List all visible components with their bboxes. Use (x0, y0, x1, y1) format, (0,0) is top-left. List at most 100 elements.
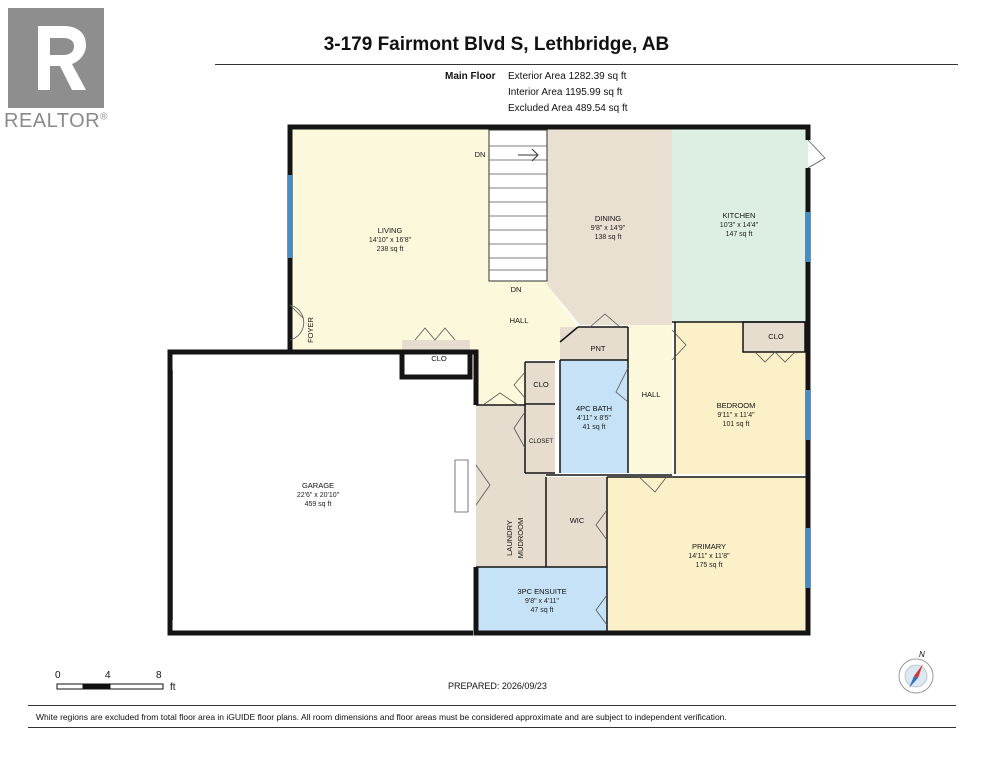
living-closet-door (414, 327, 456, 341)
garage-closet-door (454, 459, 469, 513)
bath-dims: 4'11" x 8'5" (577, 415, 611, 422)
scale-tick-0: 0 (55, 670, 61, 681)
closet-small-label: CLO (533, 380, 549, 389)
dining-dims: 9'8" x 14'9" (591, 225, 626, 232)
room-bath-fill (560, 360, 628, 473)
room-wic-fill (546, 477, 607, 567)
property-address-title: 3-179 Fairmont Blvd S, Lethbridge, AB (323, 34, 670, 55)
bath-name: 4PC BATH (576, 404, 612, 413)
ensuite-door-swing (595, 594, 608, 626)
wic-label: WIC (570, 516, 585, 525)
compass-icon (898, 658, 934, 694)
label-ensuite: 3PC ENSUITE 9'8" x 4'11" 47 sq ft (517, 587, 566, 614)
ensuite-dims: 9'8" x 4'11" (525, 598, 559, 605)
pantry-label: PNT (591, 344, 606, 353)
kitchen-name: KITCHEN (723, 211, 756, 220)
living-name: LIVING (378, 226, 403, 235)
hall-main-label: HALL (510, 316, 529, 325)
footer-divider-top (28, 705, 956, 706)
mudroom-label: MUDROOM (516, 518, 525, 558)
room-dining-fill (547, 127, 672, 325)
wall-pantry-diag (559, 326, 579, 343)
ensuite-name: 3PC ENSUITE (517, 587, 566, 596)
bedroom-closet-wall (742, 321, 806, 353)
label-primary: PRIMARY 14'11" x 11'8" 175 sq ft (688, 542, 730, 569)
room-kitchen-fill (672, 127, 808, 322)
kitchen-area: 147 sq ft (726, 231, 753, 238)
garage-dims: 22'6" x 20'10" (297, 492, 340, 499)
garage-exterior-wall (167, 349, 473, 636)
bedroom-name: BEDROOM (717, 401, 756, 410)
room-primary-fill (607, 477, 808, 633)
scale-tick-4: 4 (105, 670, 111, 681)
closet-bedroom-fill (743, 322, 805, 352)
room-garage-fill (170, 353, 473, 633)
laundry-closet-door (513, 411, 526, 449)
stair-treads (489, 145, 547, 271)
label-garage: GARAGE 22'6" x 20'10" 459 sq ft (297, 481, 340, 508)
floor-label: Main Floor (445, 71, 496, 82)
stairs-down-label-top: DN (475, 150, 486, 159)
kitchen-dims: 10'3" x 14'4" (720, 222, 759, 229)
bath-area: 41 sq ft (583, 424, 606, 431)
title-divider (215, 64, 958, 65)
wordmark-text: REALTOR (4, 110, 101, 132)
closet-living-label: CLO (431, 354, 447, 363)
realtor-logo-icon (8, 8, 104, 108)
exterior-wall-south (473, 567, 607, 636)
ensuite-area: 47 sq ft (531, 607, 554, 614)
kitchen-door-swing (807, 139, 826, 169)
label-kitchen: KITCHEN 10'3" x 14'4" 147 sq ft (720, 211, 759, 238)
living-area: 238 sq ft (377, 246, 404, 253)
exterior-area: Exterior Area 1282.39 sq ft (508, 71, 627, 82)
front-door-swing (289, 304, 305, 341)
primary-name: PRIMARY (692, 542, 726, 551)
hall-side-label: HALL (642, 390, 661, 399)
foyer-label: FOYER (306, 317, 315, 343)
scale-unit: ft (170, 682, 176, 693)
bedroom-dims: 9'11" x 11'4" (717, 412, 755, 419)
dining-name: DINING (595, 214, 621, 223)
realtor-wordmark: REALTOR® (4, 110, 108, 133)
exterior-wall-east (607, 168, 811, 636)
excluded-area: Excluded Area 489.54 sq ft (508, 103, 628, 114)
bedroom-area: 101 sq ft (723, 421, 750, 428)
side-hall-door (671, 329, 687, 361)
room-ensuite-fill (476, 567, 607, 633)
primary-dims: 14'11" x 11'8" (688, 553, 730, 560)
garage-area: 459 sq ft (305, 501, 332, 508)
hall-door-swing (482, 392, 519, 406)
bath-door-swing (615, 367, 629, 403)
interior-area: Interior Area 1195.99 sq ft (508, 87, 623, 98)
pantry-door-swing (589, 313, 621, 328)
compass-north-label: N (919, 650, 925, 659)
scale-bar (56, 683, 164, 690)
small-closet-door (513, 371, 526, 399)
closet-small-fill (525, 362, 555, 404)
garage-name: GARAGE (302, 481, 334, 490)
closet-laundry-fill (525, 405, 555, 473)
label-bath: 4PC BATH 4'11" x 8'5" 41 sq ft (576, 404, 612, 431)
dining-area: 138 sq ft (595, 234, 622, 241)
realtor-r-mark-icon (38, 26, 86, 90)
scale-tick-8: 8 (156, 670, 162, 681)
label-dining: DINING 9'8" x 14'9" 138 sq ft (591, 214, 626, 241)
wic-door-swing (595, 509, 608, 541)
registered-mark: ® (100, 111, 108, 123)
laundry-label: LAUNDRY (505, 520, 514, 556)
label-bedroom: BEDROOM 9'11" x 11'4" 101 sq ft (717, 401, 756, 428)
primary-area: 175 sq ft (696, 562, 723, 569)
primary-door-swing (636, 474, 669, 493)
stairs-down-label-bottom: DN (511, 285, 522, 294)
closet-label: CLOSET (529, 439, 553, 445)
living-dims: 14'10" x 16'8" (369, 237, 412, 244)
laundry-door-swing (475, 464, 491, 506)
hall-side-fill (628, 325, 672, 473)
closet-bedroom-label: CLO (768, 332, 784, 341)
prepared-date: PREPARED: 2026/09/23 (448, 681, 547, 691)
footer-divider-bottom (28, 727, 956, 728)
label-living: LIVING 14'10" x 16'8" 238 sq ft (369, 226, 412, 253)
stair-arrow-icon (518, 148, 539, 162)
disclaimer-text: White regions are excluded from total fl… (36, 712, 727, 722)
